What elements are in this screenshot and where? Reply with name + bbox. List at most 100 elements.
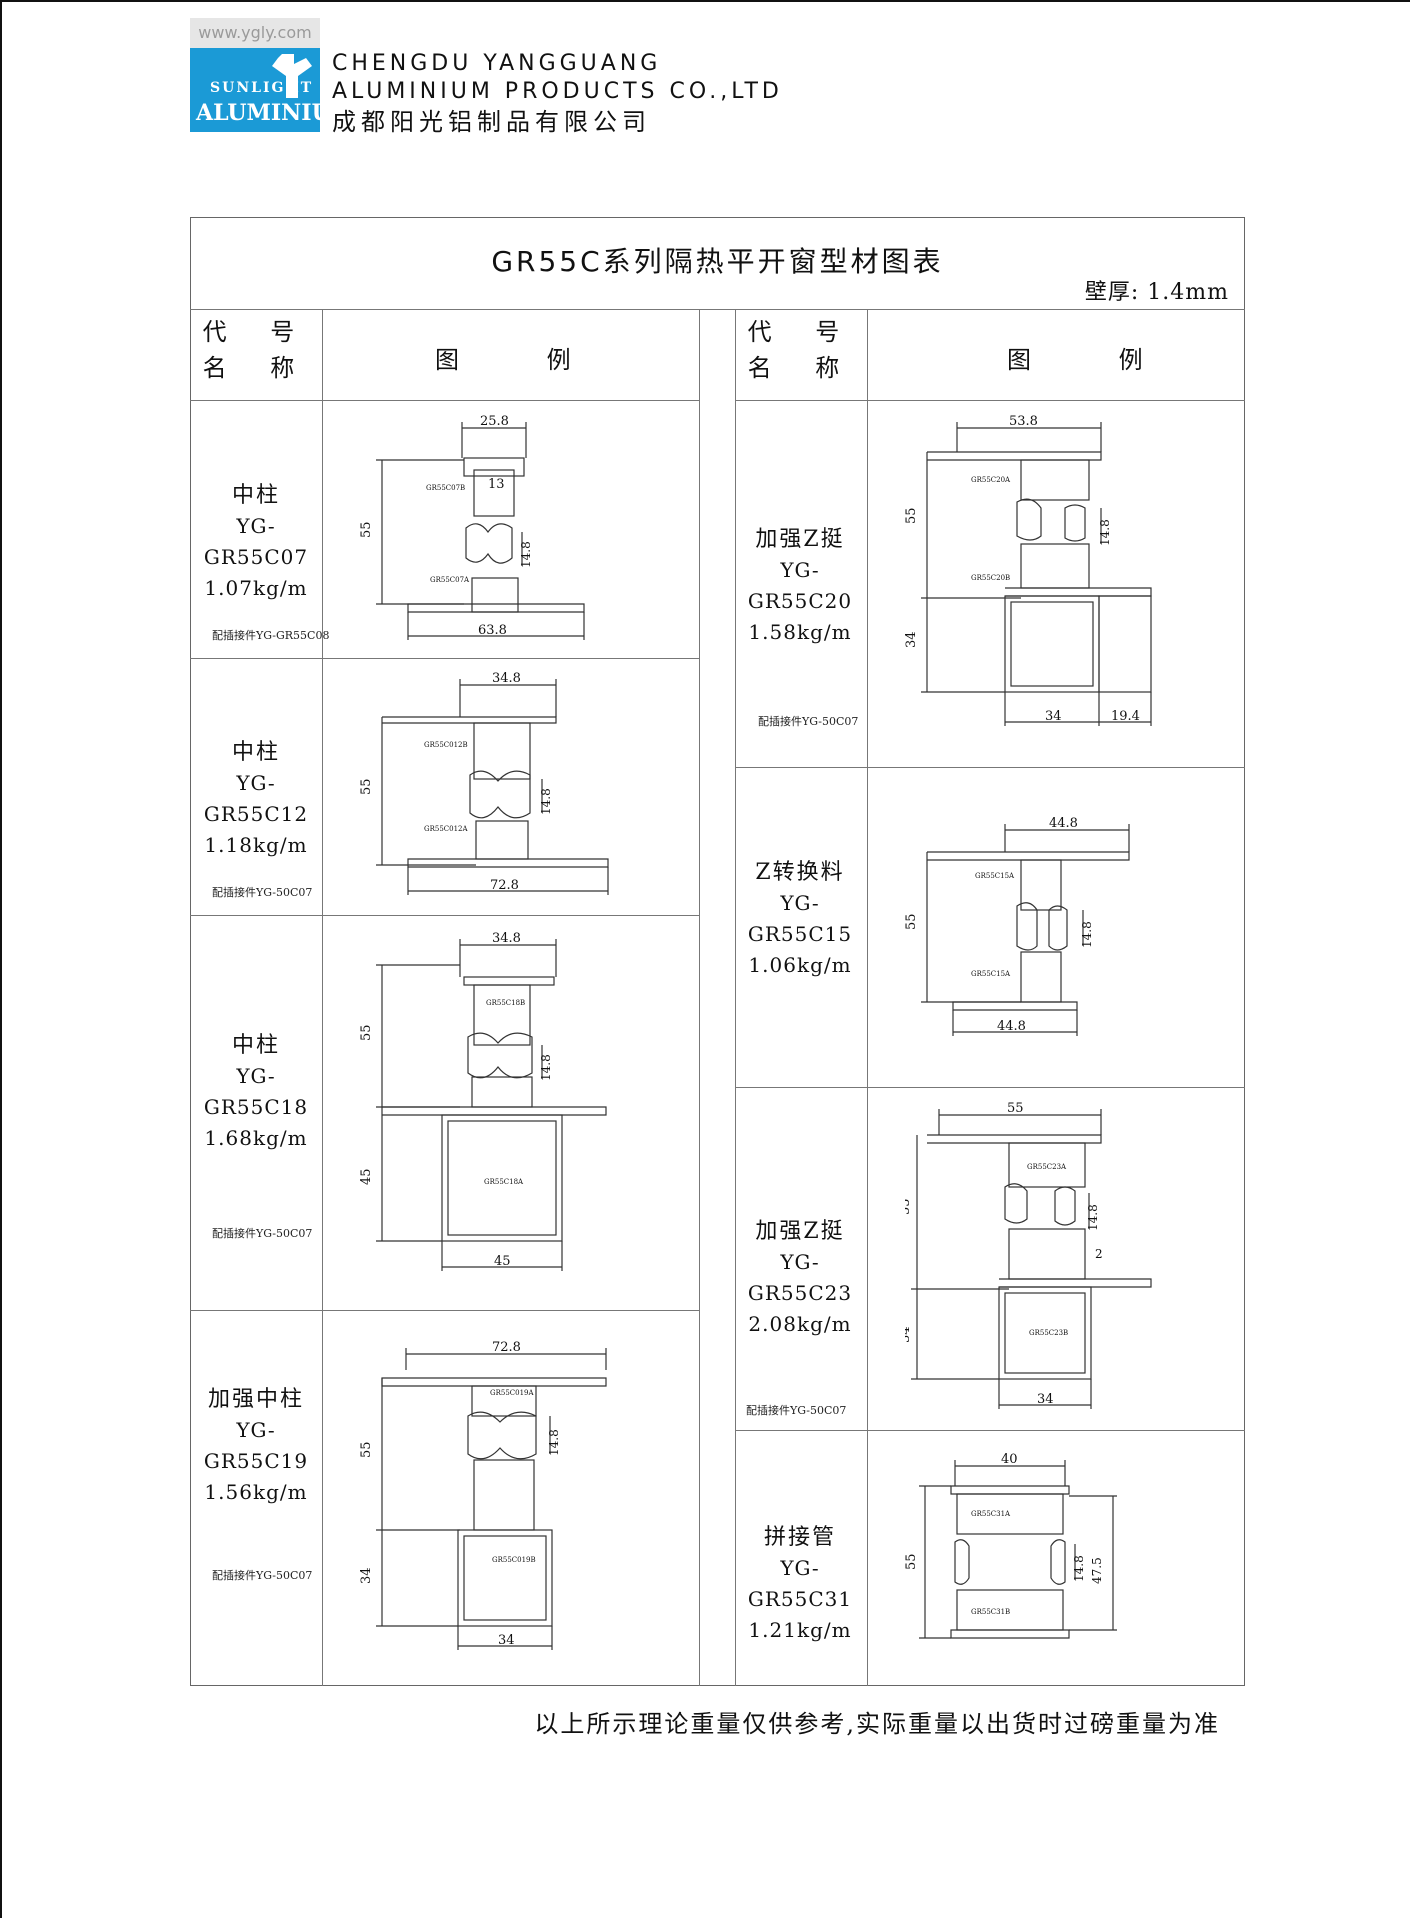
dim-small: 2: [1095, 1247, 1103, 1261]
dim-height: 55: [905, 913, 919, 930]
item-info-gr55c12: 中柱 YG-GR55C12 1.18kg/m: [196, 737, 316, 861]
right-name-divider: [867, 309, 868, 1686]
item-weight: 1.58kg/m: [748, 620, 852, 644]
dim-height2: 34: [905, 1326, 913, 1343]
profile-drawing-gr55c20: 53.8 55 14.8 34 34 19.4 GR55C20A GR55C20…: [905, 408, 1165, 738]
company-name-en-line2: ALUMINIUM PRODUCTS CO.,LTD: [332, 79, 783, 104]
item-name: 中柱: [231, 1033, 280, 1058]
item-info-gr55c07: 中柱 YG-GR55C07 1.07kg/m: [196, 480, 316, 604]
item-code: YG-GR55C18: [203, 1064, 309, 1119]
col-header-code: 代 号: [747, 318, 858, 346]
dim-gap: 14.8: [539, 1054, 553, 1081]
dim-height: 55: [360, 778, 374, 795]
part-label: GR55C20B: [971, 574, 1010, 582]
right-col-header-figure: 图 例: [1007, 346, 1183, 374]
item-info-gr55c31: 拼接管 YG-GR55C31 1.21kg/m: [740, 1522, 860, 1646]
dim-gap: 14.8: [1080, 921, 1094, 948]
company-name-cn: 成都阳光铝制品有限公司: [332, 108, 651, 136]
profile-drawing-gr55c18: 34.8 55 14.8 45 45 GR55C18B GR55C18A: [360, 925, 620, 1305]
item-connector: 配插接件YG-50C07: [212, 886, 313, 899]
part-label: GR55C23B: [1029, 1329, 1068, 1337]
left-name-divider: [322, 309, 323, 1686]
profile-drawing-gr55c07: 25.8 13 55 14.8 63.8 GR55C07B GR55C07A: [360, 408, 600, 648]
item-name: 中柱: [231, 483, 280, 508]
dim-gap: 14.8: [519, 541, 533, 568]
item-code: YG-GR55C31: [747, 1556, 853, 1611]
item-connector: 配插接件YG-50C07: [746, 1404, 847, 1417]
right-header-bottom: [735, 400, 1245, 401]
item-code: YG-GR55C07: [203, 514, 309, 569]
item-connector: 配插接件YG-50C07: [212, 1227, 313, 1240]
company-name: CHENGDU YANGGUANG ALUMINIUM PRODUCTS CO.…: [332, 50, 783, 138]
dim-top: 53.8: [1009, 414, 1038, 429]
item-info-gr55c15: Z转换料 YG-GR55C15 1.06kg/m: [740, 857, 860, 981]
item-connector: 配插接件YG-GR55C08: [212, 629, 330, 642]
item-code: YG-GR55C23: [747, 1250, 853, 1305]
part-label: GR55C23A: [1027, 1163, 1067, 1171]
dim-height2: 34: [905, 631, 919, 648]
item-connector: 配插接件YG-50C07: [758, 715, 859, 728]
profile-drawing-gr55c31: 40 55 14.8 47.5 GR55C31A GR55C31B: [905, 1440, 1165, 1670]
dim-gap: 14.8: [1072, 1555, 1086, 1582]
dim-height: 55: [360, 1441, 374, 1458]
item-weight: 1.68kg/m: [204, 1126, 308, 1150]
col-header-name: 名 称: [202, 354, 313, 382]
item-info-gr55c18: 中柱 YG-GR55C18 1.68kg/m: [196, 1030, 316, 1154]
dim-height2: 34: [360, 1567, 374, 1584]
item-info-gr55c20: 加强Z挺 YG-GR55C20 1.58kg/m: [740, 524, 860, 648]
row-divider: [735, 1430, 1245, 1431]
part-label: GR55C019B: [492, 1556, 536, 1564]
dim-height: 55: [905, 1553, 919, 1570]
column-divider-a: [699, 309, 700, 1686]
part-label: GR55C012A: [424, 825, 468, 833]
dim-bottom: 34: [498, 1633, 515, 1648]
profile-drawing-gr55c12: 34.8 55 14.8 72.8 GR55C012B GR55C012A: [360, 665, 620, 905]
dim-top: 34.8: [492, 671, 521, 686]
dim-gap: 14.8: [547, 1429, 561, 1456]
item-name: Z转换料: [755, 860, 845, 885]
item-code: YG-GR55C19: [203, 1418, 309, 1473]
item-name: 加强Z挺: [755, 527, 845, 552]
dim-gap: 14.8: [539, 788, 553, 815]
wall-thickness: 壁厚: 1.4mm: [1084, 280, 1229, 305]
dim-top: 55: [1007, 1101, 1024, 1116]
item-name: 加强Z挺: [755, 1219, 845, 1244]
item-weight: 1.56kg/m: [204, 1480, 308, 1504]
item-weight: 1.07kg/m: [204, 576, 308, 600]
dim-top: 34.8: [492, 931, 521, 946]
dim-bottom: 44.8: [997, 1019, 1026, 1034]
dim-gap: 14.8: [1098, 519, 1112, 546]
profile-drawing-gr55c19: 72.8 55 14.8 34 34 GR55C019A GR55C019B: [360, 1320, 620, 1680]
company-logo: SUNLIGHT ALUMINIUM: [190, 48, 355, 132]
item-code: YG-GR55C12: [203, 771, 309, 826]
dim-height: 55: [905, 1198, 913, 1215]
profile-drawing-gr55c15: 44.8 55 14.8 44.8 GR55C15A GR55C15A: [905, 806, 1165, 1046]
item-code: YG-GR55C15: [747, 891, 853, 946]
dim-bottom: 45: [494, 1254, 511, 1269]
left-header-bottom: [190, 400, 699, 401]
sheet-title: GR55C系列隔热平开窗型材图表: [491, 245, 944, 278]
dim-bottom: 34: [1037, 1392, 1054, 1407]
dim-bottom: 63.8: [478, 623, 507, 638]
row-divider: [735, 1087, 1245, 1088]
part-label: GR55C18B: [486, 999, 525, 1007]
part-label: GR55C15A: [971, 970, 1011, 978]
row-divider: [190, 915, 699, 916]
dim-right: 47.5: [1090, 1557, 1104, 1584]
profile-table: [190, 217, 1245, 1686]
part-label: GR55C18A: [484, 1178, 524, 1186]
part-label: GR55C20A: [971, 476, 1011, 484]
dim-height: 55: [905, 507, 919, 524]
svg-text:SUNLIGHT: SUNLIGHT: [210, 80, 313, 96]
item-info-gr55c19: 加强中柱 YG-GR55C19 1.56kg/m: [196, 1384, 316, 1508]
svg-text:ALUMINIUM: ALUMINIUM: [195, 100, 320, 126]
row-divider: [190, 1310, 699, 1311]
sunlight-logo-icon: SUNLIGHT ALUMINIUM: [190, 48, 355, 132]
dim-top: 25.8: [480, 414, 509, 429]
item-name: 中柱: [231, 740, 280, 765]
dim-height: 55: [360, 521, 374, 538]
col-header-name: 名 称: [747, 354, 858, 382]
left-col-header-figure: 图 例: [435, 346, 611, 374]
dim-bottom2: 19.4: [1111, 709, 1140, 724]
